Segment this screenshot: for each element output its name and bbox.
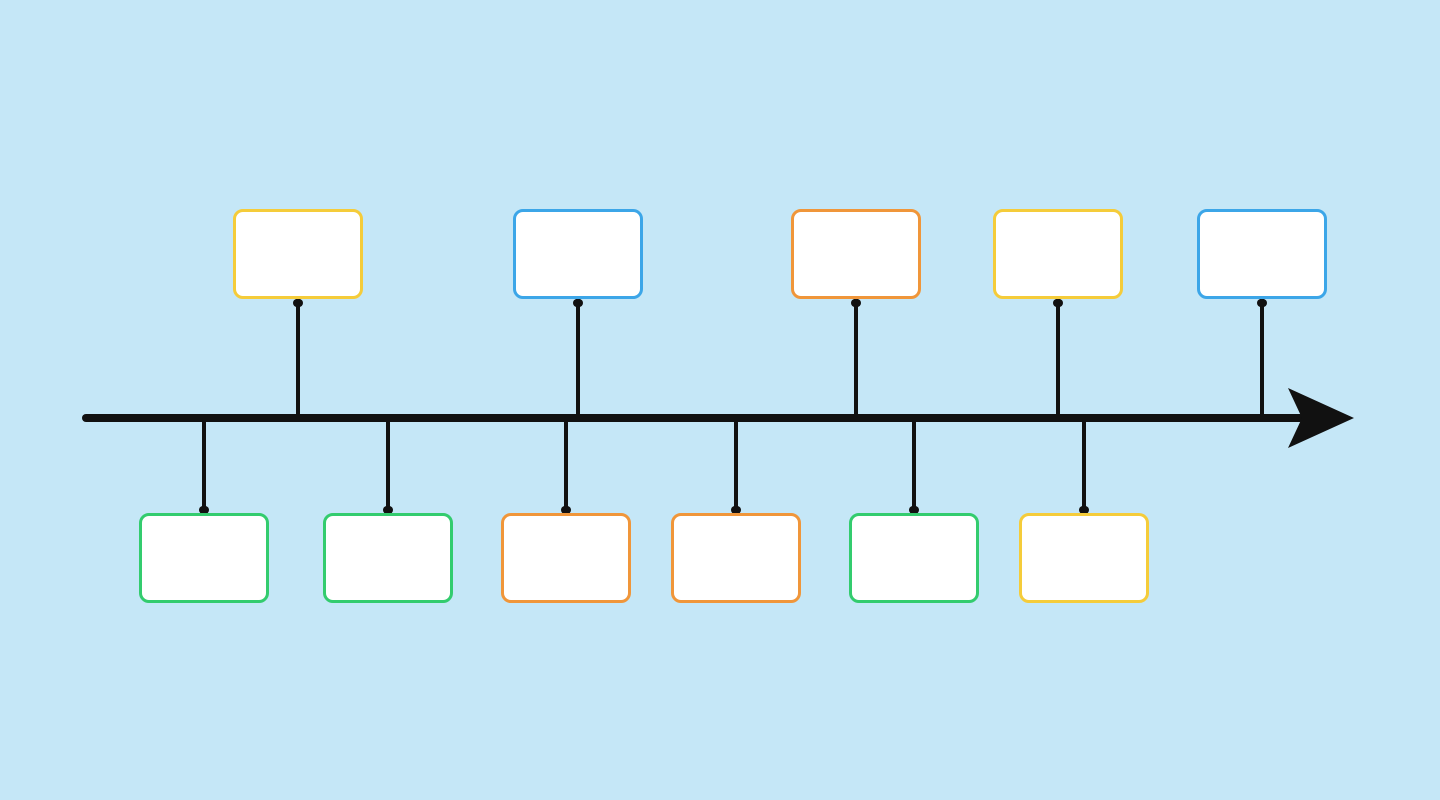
lower-connector-stem <box>912 418 916 513</box>
connector-dot <box>573 299 583 307</box>
lower-connector-stem <box>564 418 568 513</box>
lower-connector-stem <box>734 418 738 513</box>
connector-dot <box>1079 506 1089 514</box>
upper-event-card-4 <box>993 209 1123 299</box>
connector-dot <box>1053 299 1063 307</box>
upper-connector-stem <box>296 299 300 418</box>
lower-event-card-6 <box>1019 513 1149 603</box>
connector-dot <box>199 506 209 514</box>
lower-event-card-5 <box>849 513 979 603</box>
lower-event-card-3 <box>501 513 631 603</box>
upper-event-card-1 <box>233 209 363 299</box>
upper-event-card-2 <box>513 209 643 299</box>
connector-dot <box>909 506 919 514</box>
connector-dot <box>851 299 861 307</box>
upper-connector-stem <box>1056 299 1060 418</box>
timeline-arrowhead-icon <box>1288 388 1354 448</box>
connector-dot <box>383 506 393 514</box>
lower-event-card-2 <box>323 513 453 603</box>
lower-event-card-4 <box>671 513 801 603</box>
upper-event-card-3 <box>791 209 921 299</box>
connector-dot <box>293 299 303 307</box>
upper-connector-stem <box>576 299 580 418</box>
connector-dot <box>561 506 571 514</box>
upper-connector-stem <box>1260 299 1264 418</box>
connector-dot <box>1257 299 1267 307</box>
upper-event-card-5 <box>1197 209 1327 299</box>
lower-connector-stem <box>386 418 390 513</box>
connector-dot <box>731 506 741 514</box>
upper-connector-stem <box>854 299 858 418</box>
lower-connector-stem <box>1082 418 1086 513</box>
lower-event-card-1 <box>139 513 269 603</box>
lower-connector-stem <box>202 418 206 513</box>
